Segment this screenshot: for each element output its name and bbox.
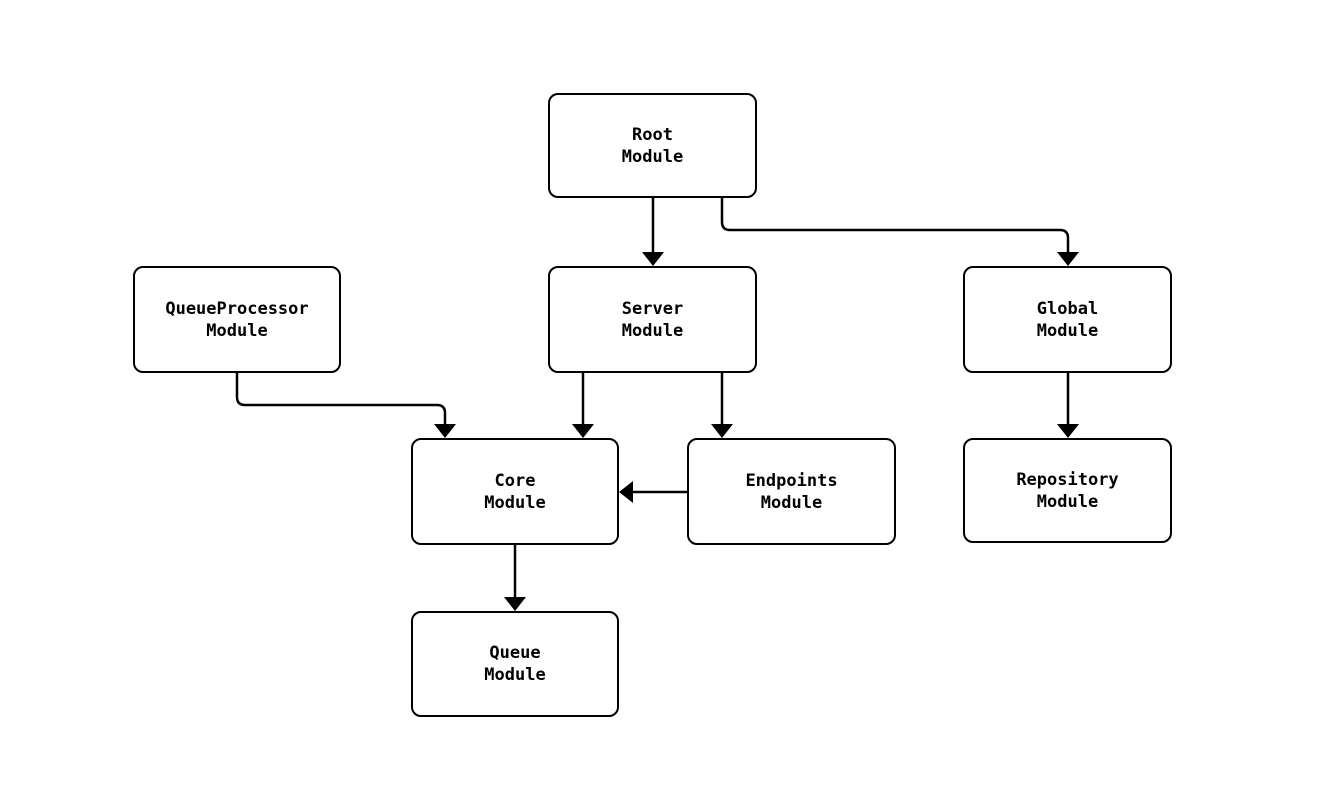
edge-endpoints-to-core bbox=[619, 481, 687, 503]
edge-queueProcessor-to-core bbox=[235, 373, 456, 438]
edge-core-to-queue bbox=[504, 545, 526, 611]
node-global-module: Global Module bbox=[963, 266, 1172, 373]
node-core-module: Core Module bbox=[411, 438, 619, 545]
node-root-module: Root Module bbox=[548, 93, 757, 198]
edge-line bbox=[235, 373, 447, 424]
edge-server-to-core bbox=[572, 373, 594, 438]
node-queueProcessor-module: QueueProcessor Module bbox=[133, 266, 341, 373]
arrowhead-icon bbox=[434, 424, 456, 438]
arrowhead-icon bbox=[1057, 252, 1079, 266]
arrowhead-icon bbox=[619, 481, 633, 503]
node-label: Root Module bbox=[621, 124, 684, 167]
edge-root-to-server bbox=[642, 198, 664, 266]
node-label: QueueProcessor Module bbox=[165, 298, 309, 341]
node-label: Endpoints Module bbox=[745, 470, 838, 513]
node-label: Server Module bbox=[621, 298, 684, 341]
arrowhead-icon bbox=[572, 424, 594, 438]
node-repository-module: Repository Module bbox=[963, 438, 1172, 543]
edge-server-to-endpoints bbox=[711, 373, 733, 438]
arrowhead-icon bbox=[1057, 424, 1079, 438]
arrowhead-icon bbox=[711, 424, 733, 438]
node-label: Global Module bbox=[1036, 298, 1099, 341]
node-label: Core Module bbox=[484, 470, 546, 513]
arrowhead-icon bbox=[504, 597, 526, 611]
node-endpoints-module: Endpoints Module bbox=[687, 438, 896, 545]
node-queue-module: Queue Module bbox=[411, 611, 619, 717]
edge-global-to-repository bbox=[1057, 373, 1079, 438]
edge-line bbox=[720, 198, 1070, 252]
node-label: Repository Module bbox=[1016, 469, 1119, 512]
edge-root-to-global bbox=[720, 198, 1079, 266]
arrowhead-icon bbox=[642, 252, 664, 266]
node-server-module: Server Module bbox=[548, 266, 757, 373]
node-label: Queue Module bbox=[484, 643, 546, 685]
